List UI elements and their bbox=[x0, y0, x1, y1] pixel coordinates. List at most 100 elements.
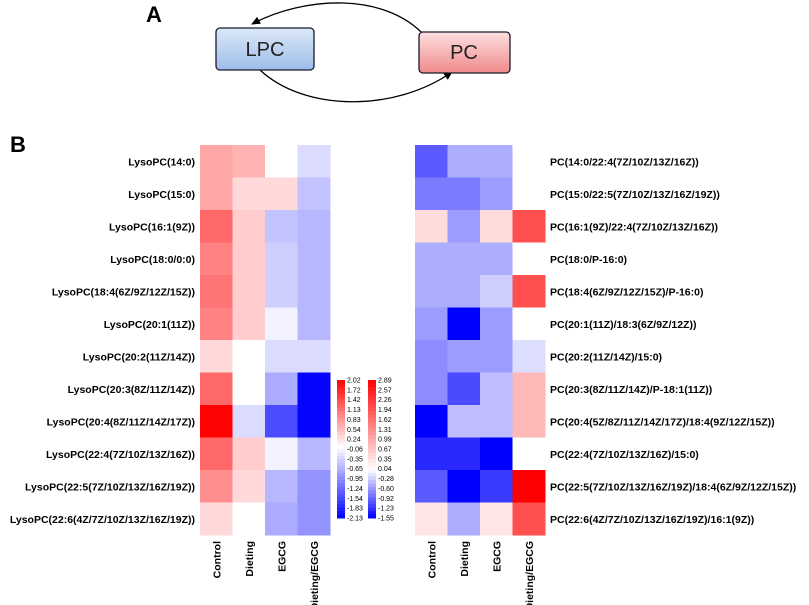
legend-swatch bbox=[337, 400, 345, 405]
legend-swatch bbox=[337, 424, 345, 429]
legend-swatch bbox=[368, 407, 376, 412]
pc-heatmap: PC(14:0/22:4(7Z/10Z/13Z/16Z)) PC(15:0/22:… bbox=[415, 145, 796, 605]
pc-color-legend: 2.892.572.261.941.621.310.990.670.350.04… bbox=[368, 378, 394, 523]
heatmap-cell bbox=[232, 470, 266, 503]
heatmap-cell bbox=[232, 145, 266, 178]
row-label: PC(14:0/22:4(7Z/10Z/13Z/16Z)) bbox=[550, 156, 699, 168]
legend-swatch bbox=[368, 424, 376, 429]
legend-swatch bbox=[368, 445, 376, 450]
legend-tick-label: 1.62 bbox=[378, 417, 392, 424]
heatmap-cell bbox=[200, 275, 233, 308]
heatmap-cell bbox=[200, 470, 233, 503]
heatmap-cell bbox=[297, 405, 331, 438]
row-label: PC(18:0/P-16:0) bbox=[550, 254, 627, 266]
heatmap-cell bbox=[297, 340, 331, 373]
legend-swatch bbox=[368, 400, 376, 405]
panel-a-label: A bbox=[146, 2, 162, 27]
heatmap-cell bbox=[447, 470, 481, 503]
heatmap-cell bbox=[297, 502, 331, 536]
heatmap-cell bbox=[200, 437, 233, 471]
heatmap-cell bbox=[232, 502, 266, 536]
heatmap-cell bbox=[297, 177, 331, 211]
legend-tick-label: 1.94 bbox=[378, 407, 392, 414]
legend-tick-label: -1.23 bbox=[378, 506, 394, 513]
legend-tick-label: 1.31 bbox=[378, 427, 392, 434]
heatmap-cell bbox=[265, 145, 298, 178]
legend-swatch bbox=[337, 500, 345, 505]
legend-tick-label: 2.02 bbox=[347, 378, 361, 385]
row-label: LysoPC(22:6(4Z/7Z/10Z/13Z/16Z/19Z)) bbox=[10, 514, 195, 526]
heatmap-cell bbox=[480, 502, 513, 536]
legend-swatch bbox=[368, 431, 376, 436]
legend-swatch bbox=[337, 455, 345, 460]
legend-swatch bbox=[368, 386, 376, 391]
heatmap-cell bbox=[415, 437, 448, 471]
heatmap-cell bbox=[232, 210, 266, 243]
legend-swatch bbox=[337, 428, 345, 433]
legend-tick-label: 0.83 bbox=[347, 417, 361, 424]
column-label: Control bbox=[211, 541, 223, 578]
legend-swatch bbox=[368, 411, 376, 415]
legend-swatch bbox=[368, 417, 376, 422]
legend-swatch bbox=[368, 397, 376, 402]
heatmap-cell bbox=[232, 307, 266, 341]
legend-swatch bbox=[368, 476, 376, 481]
heatmap-cell bbox=[480, 372, 513, 406]
heatmap-cell bbox=[415, 210, 448, 243]
heatmap-cell bbox=[480, 307, 513, 341]
heatmap-cell bbox=[512, 242, 546, 276]
legend-swatch bbox=[337, 462, 345, 467]
heatmap-cell bbox=[200, 177, 233, 211]
legend-tick-label: 0.67 bbox=[378, 447, 392, 454]
legend-swatch bbox=[337, 511, 345, 516]
legend-tick-label: -2.13 bbox=[347, 516, 363, 523]
heatmap-cell bbox=[480, 340, 513, 373]
legend-tick-label: -1.83 bbox=[347, 506, 363, 513]
legend-swatch bbox=[337, 466, 345, 471]
heatmap-cell bbox=[512, 437, 546, 471]
heatmap-cell bbox=[200, 372, 233, 406]
heatmap-cell bbox=[232, 340, 266, 373]
legend-swatch bbox=[337, 480, 345, 484]
heatmap-cell bbox=[480, 177, 513, 211]
legend-swatch bbox=[368, 455, 376, 460]
heatmap-cell bbox=[447, 307, 481, 341]
heatmap-cell bbox=[265, 405, 298, 438]
heatmap-cell bbox=[415, 340, 448, 373]
legend-swatch bbox=[368, 480, 376, 484]
legend-swatch bbox=[368, 504, 376, 509]
column-label: EGCG bbox=[276, 541, 288, 572]
arrow-pc-to-lpc bbox=[251, 2, 426, 37]
legend-swatch bbox=[368, 490, 376, 495]
lysopc-heatmap: LysoPC(14:0)LysoPC(15:0)LysoPC(16:1(9Z))… bbox=[10, 145, 331, 605]
legend-swatch bbox=[368, 500, 376, 505]
row-label: PC(15:0/22:5(7Z/10Z/13Z/16Z/19Z)) bbox=[550, 189, 720, 201]
heatmap-cell bbox=[297, 210, 331, 243]
heatmap-cell bbox=[512, 372, 546, 406]
heatmap-cell bbox=[415, 372, 448, 406]
legend-swatch bbox=[337, 421, 345, 426]
legend-swatch bbox=[368, 493, 376, 498]
legend-swatch bbox=[337, 435, 345, 440]
legend-swatch bbox=[337, 445, 345, 450]
legend-swatch bbox=[337, 493, 345, 498]
heatmap-cell bbox=[200, 210, 233, 243]
legend-swatch bbox=[337, 504, 345, 509]
heatmap-cell bbox=[297, 437, 331, 471]
legend-swatch bbox=[368, 486, 376, 491]
row-label: LysoPC(20:4(8Z/11Z/14Z/17Z)) bbox=[47, 416, 195, 428]
heatmap-cell bbox=[415, 405, 448, 438]
legend-swatch bbox=[368, 511, 376, 516]
legend-tick-label: -0.92 bbox=[378, 496, 394, 503]
row-label: PC(20:3(8Z/11Z/14Z)/P-18:1(11Z)) bbox=[550, 384, 712, 396]
heatmap-cell bbox=[265, 470, 298, 503]
heatmap-cell bbox=[512, 210, 546, 243]
legend-tick-label: -0.06 bbox=[347, 447, 363, 454]
column-label: Control bbox=[426, 541, 438, 578]
legend-swatch bbox=[368, 473, 376, 478]
legend-tick-label: -0.28 bbox=[378, 476, 394, 483]
row-label: PC(22:6(4Z/7Z/10Z/13Z/16Z/19Z)/16:1(9Z)) bbox=[550, 514, 754, 526]
lpc-node-box bbox=[215, 27, 315, 71]
legend-swatch bbox=[368, 466, 376, 471]
